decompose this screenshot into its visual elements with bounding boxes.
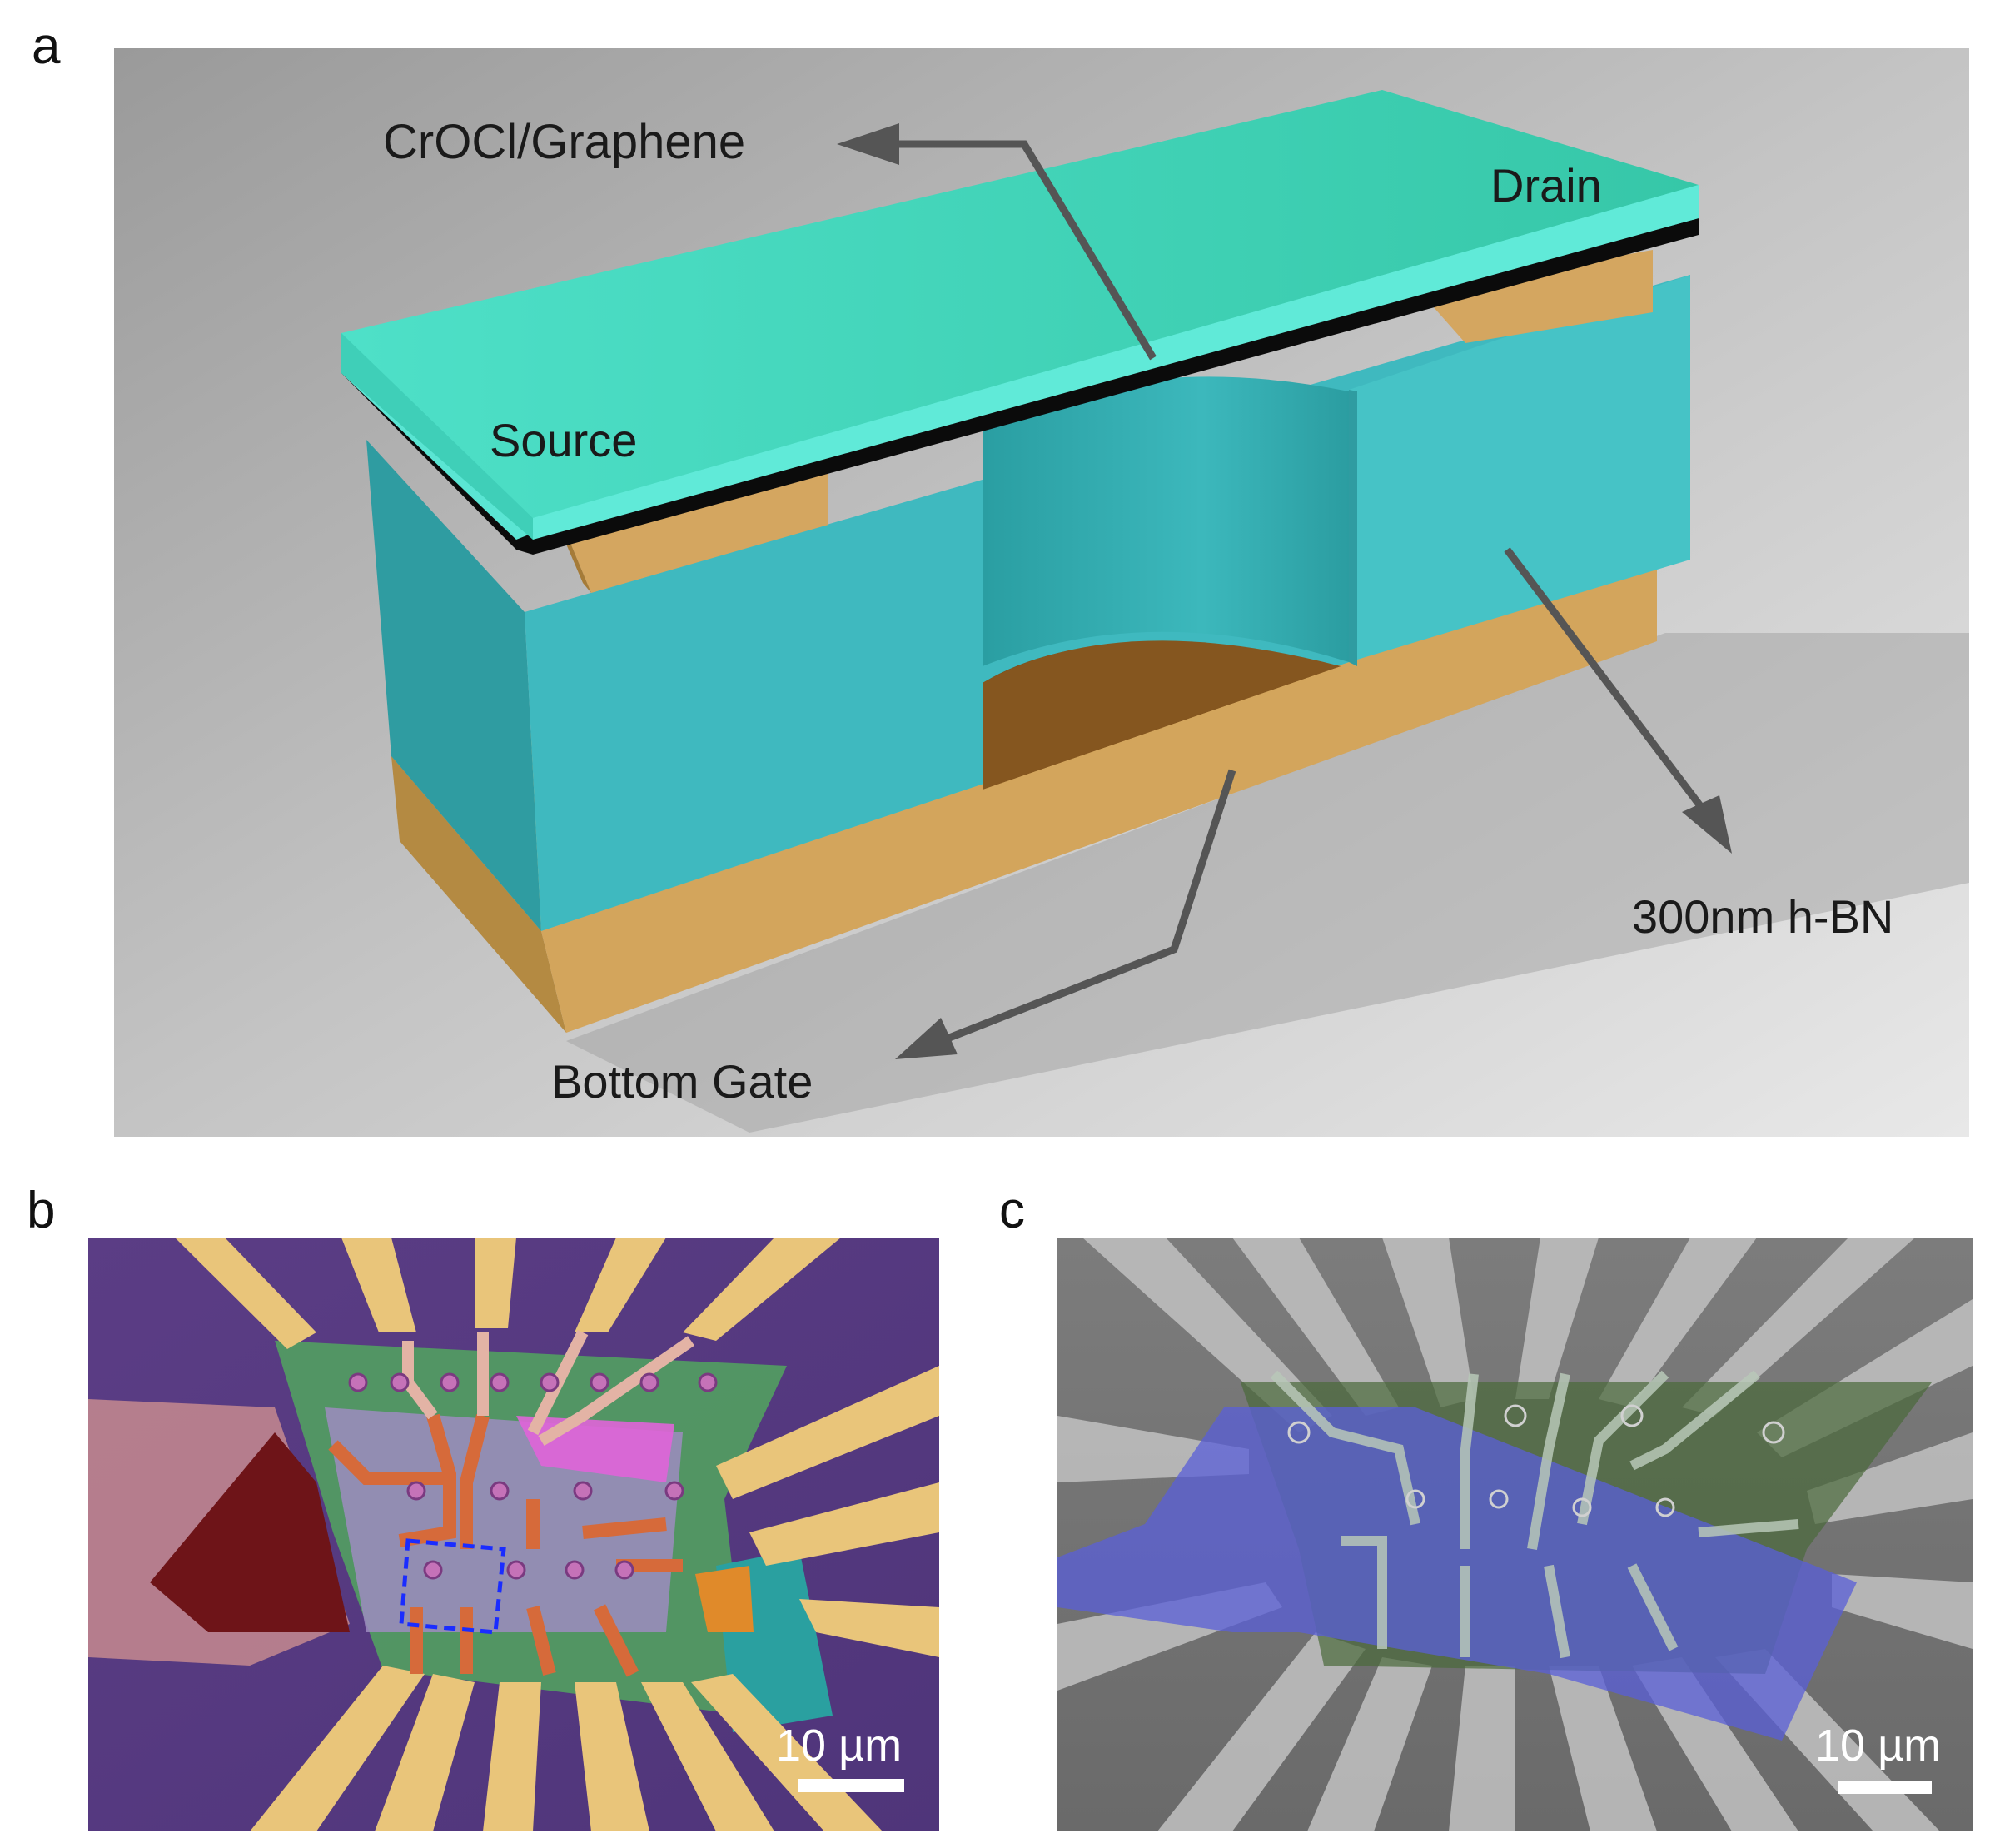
hbn-left-face — [366, 440, 541, 931]
label-drain: Drain — [1490, 159, 1602, 212]
panel-letter-c: c — [999, 1182, 1025, 1239]
scale-label-c: 10 µm — [1815, 1721, 1941, 1771]
panel-a-device-schematic: CrOCl/Graphene Drain Source 300nm h-BN B… — [114, 48, 1969, 1137]
arrow-hbn — [1504, 547, 1714, 823]
sem-leads — [1057, 1238, 1973, 1831]
hbn-right-block-side — [1349, 390, 1357, 666]
croci-plate-left-edge — [341, 333, 533, 540]
arrow-bottom-gate-head — [895, 1018, 958, 1059]
arrow-croci-head — [837, 123, 899, 165]
sem-inner-leads — [1270, 1370, 1799, 1659]
arrow-hbn-head — [1682, 795, 1732, 854]
gold-leads-b — [175, 1238, 939, 1831]
scale-bar-c — [1838, 1781, 1932, 1794]
hbn-right-block-front — [1349, 275, 1690, 662]
scale-label-b: 10 µm — [776, 1721, 902, 1771]
drain-electrode-front — [1420, 250, 1653, 343]
holes-b — [348, 1372, 718, 1580]
panel-letter-b: b — [27, 1182, 56, 1239]
croci-plate-top-face — [341, 90, 1699, 518]
bottom-gate-front-face — [541, 560, 1657, 1033]
label-bottom-gate: Bottom Gate — [551, 1055, 813, 1108]
dark-red-flake — [150, 1432, 350, 1632]
scale-bar-b — [798, 1779, 904, 1792]
label-hbn: 300nm h-BN — [1632, 890, 1893, 943]
sem-blue-overlay — [1057, 1407, 1857, 1741]
orange-flake — [695, 1566, 754, 1632]
label-source: Source — [490, 414, 637, 466]
panel-b-optical-micrograph: 10 µm — [88, 1238, 939, 1831]
arch-inner-surface — [983, 376, 1349, 666]
cavity-floor — [983, 640, 1341, 790]
bottom-gate-left-face — [391, 756, 566, 1033]
croci-plate-edge — [533, 185, 1699, 540]
arrow-croci-graphene — [887, 140, 1157, 361]
panel-c-sem-micrograph: 10 µm — [1057, 1238, 1973, 1831]
holes-c — [1287, 1404, 1785, 1517]
label-croci-graphene: CrOCl/Graphene — [383, 115, 745, 169]
device-shadow — [566, 633, 1969, 1133]
orange-inner-leads — [328, 1413, 683, 1677]
panel-letter-a: a — [32, 17, 61, 75]
measurement-region-box — [399, 1538, 506, 1635]
arrow-bottom-gate — [939, 769, 1236, 1045]
